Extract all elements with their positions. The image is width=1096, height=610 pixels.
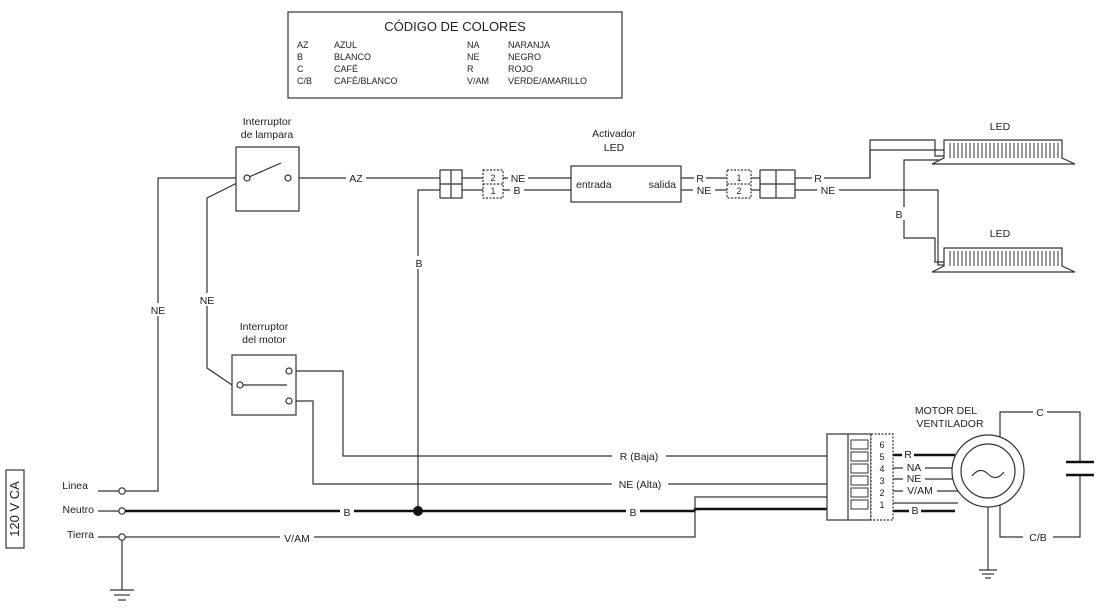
tierra-label: Tierra (67, 529, 94, 541)
cap-wire-c: C (1036, 407, 1044, 419)
legend-frame (287, 11, 623, 99)
motor-pin-label: 5 (879, 452, 884, 462)
wire-label-ne-linea: NE (151, 305, 166, 317)
motor-pin-label: 2 (879, 488, 884, 498)
wire-label-r-out: R (696, 173, 704, 185)
tierra-terminal (118, 533, 126, 541)
legend-name: NARANJA (508, 40, 550, 50)
lamp-switch-label-2: de lampara (241, 129, 294, 141)
motor-wire-vam: V/AM (907, 485, 933, 497)
led-lamp-bottom: LED (931, 228, 1076, 273)
motor-pin-label: 1 (879, 500, 884, 510)
legend-code: C (297, 64, 304, 74)
motor-connector-cavity (850, 439, 869, 450)
voltage-label: 120 V CA (7, 481, 22, 537)
activator-body (570, 165, 682, 203)
wire-label-b-neutro-2: B (629, 507, 636, 519)
legend-code: AZ (297, 40, 309, 50)
wire-label-ne-switch: NE (200, 295, 215, 307)
motor-connector-cavity (850, 451, 869, 462)
activator-label-1: Activador (592, 128, 636, 140)
linea-terminal (118, 487, 126, 495)
wire-label-b-neutro: B (343, 507, 350, 519)
legend-name: BLANCO (334, 52, 371, 62)
power-supply: 120 V CA Linea Neutro Tierra (5, 469, 134, 601)
motor-connector-cavity (850, 475, 869, 486)
motor-connector-cavity (850, 487, 869, 498)
wire-label-az: AZ (349, 173, 363, 185)
wire-label-ne-led: NE (821, 185, 836, 197)
input-connector: 2 1 (439, 169, 504, 199)
legend-code: B (297, 52, 303, 62)
pin-label: 2 (736, 186, 741, 196)
wire-label-ne-out: NE (697, 185, 712, 197)
wire-label-b-vertical: B (415, 258, 422, 270)
pin-label: 1 (736, 173, 741, 183)
legend-name: NEGRO (508, 52, 541, 62)
wire-label-r-led: R (814, 173, 822, 185)
motor-wave-icon (971, 469, 1005, 479)
motor-connector-cavity (850, 499, 869, 510)
legend-name: CAFÉ/BLANCO (334, 76, 398, 86)
legend-code: NA (467, 40, 480, 50)
motor-ground-icon (979, 569, 997, 579)
wire-labels: AZ NE B B NE NE R NE R NE B R (Baja) NE … (147, 171, 1053, 545)
motor-switch-label-1: Interruptor (240, 321, 289, 333)
voltage-label-box (5, 469, 25, 549)
neutral-junction (413, 506, 423, 516)
activator-input-label: entrada (576, 179, 612, 191)
wire-label-b-led: B (895, 209, 902, 221)
neutro-terminal (118, 507, 126, 515)
legend-code: R (467, 64, 474, 74)
fan-motor: MOTOR DEL VENTILADOR (915, 405, 1025, 579)
wire-label-ne-alta: NE (Alta) (619, 479, 662, 491)
motor-wire-r: R (904, 449, 912, 461)
legend-code: V/AM (467, 76, 489, 86)
wire-label-vam: V/AM (284, 533, 310, 545)
motor-pin-label: 3 (879, 476, 884, 486)
capacitor-icon (1066, 460, 1094, 477)
motor-wire-ne: NE (907, 473, 922, 485)
legend-code: C/B (297, 76, 312, 86)
activator-label-2: LED (604, 142, 625, 154)
motor-switch-label-2: del motor (242, 334, 286, 346)
ground-icon (110, 540, 134, 601)
motor-label-2: VENTILADOR (916, 418, 984, 430)
wire-label-ne: NE (511, 173, 526, 185)
legend-name: CAFÉ (334, 64, 358, 74)
lamp-switch-label-1: Interruptor (243, 116, 292, 128)
legend-title: CÓDIGO DE COLORES (384, 19, 526, 34)
wire-label-r-baja: R (Baja) (620, 451, 659, 463)
motor-connector: 6 5 4 3 2 1 (826, 433, 894, 521)
lamp-switch: Interruptor de lampara (235, 116, 300, 212)
led-activator: Activador LED entrada salida (570, 128, 682, 203)
motor-connector-cavity (850, 463, 869, 474)
motor-label-1: MOTOR DEL (915, 405, 977, 417)
motor-pin-label: 6 (879, 440, 884, 450)
led-bottom-label: LED (990, 228, 1011, 240)
motor-switch: Interruptor del motor (231, 321, 297, 416)
pin-label: 2 (490, 173, 495, 183)
pin-label: 1 (490, 186, 495, 196)
led-top-label: LED (990, 121, 1011, 133)
linea-label: Linea (62, 480, 88, 492)
neutro-label: Neutro (62, 504, 94, 516)
activator-output-label: salida (649, 179, 677, 191)
motor-pin-label: 4 (879, 464, 884, 474)
wire-label-b: B (513, 185, 520, 197)
legend-code: NE (467, 52, 480, 62)
motor-wire-b: B (911, 505, 918, 517)
color-code-legend: CÓDIGO DE COLORES AZ AZUL B BLANCO C CAF… (287, 11, 623, 99)
legend-name: AZUL (334, 40, 357, 50)
cap-wire-cb: C/B (1029, 532, 1047, 544)
led-lamp-top: LED (931, 121, 1076, 165)
legend-name: ROJO (508, 64, 533, 74)
motor-wire-na: NA (907, 462, 922, 474)
legend-name: VERDE/AMARILLO (508, 76, 587, 86)
output-connector: 1 2 (726, 169, 796, 199)
